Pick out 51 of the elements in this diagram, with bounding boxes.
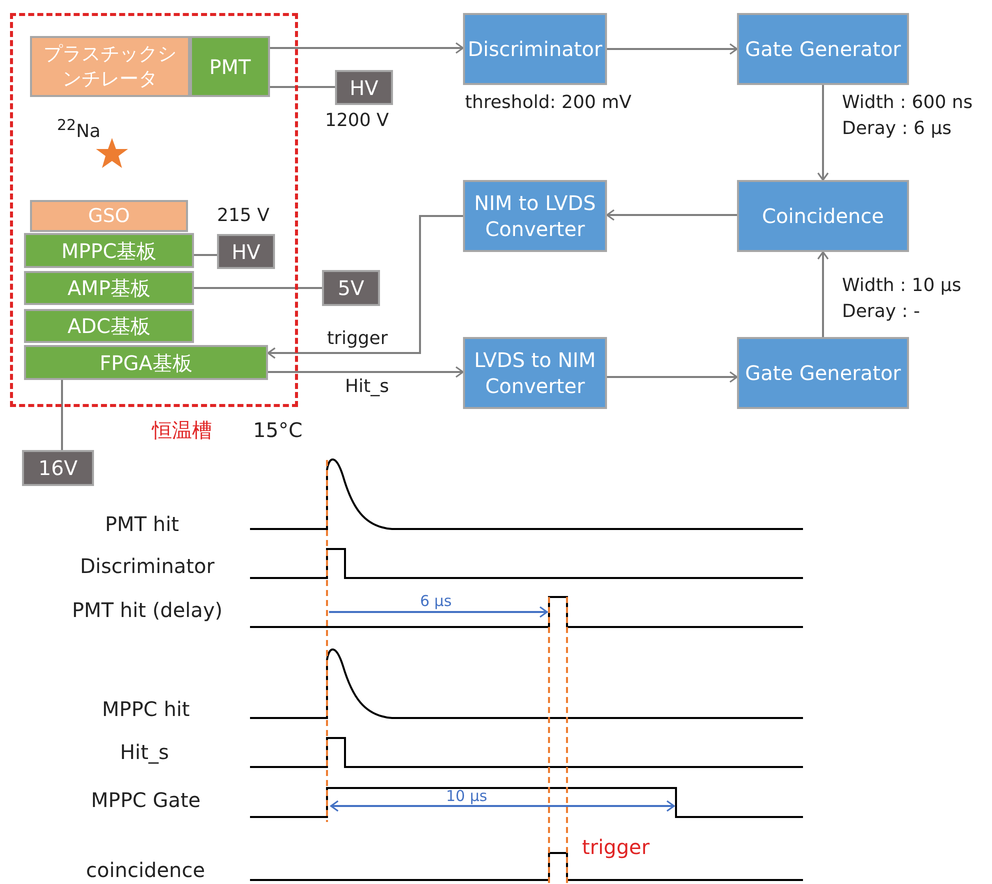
parameter-note: 15°C	[253, 418, 302, 442]
module-box: Gate Generator	[737, 337, 909, 409]
power-supply-box: 5V	[322, 270, 380, 306]
signal-label: Discriminator	[80, 554, 214, 578]
connector-arrow	[267, 215, 463, 359]
module-box: LVDS to NIM Converter	[463, 337, 607, 409]
connector-line	[61, 380, 63, 450]
power-supply-box: 16V	[22, 450, 94, 486]
board-box: PMT	[190, 36, 270, 97]
module-box: Discriminator	[463, 13, 607, 85]
parameter-note: Width : 600 ns	[842, 92, 973, 114]
signal-label: MPPC hit	[102, 697, 190, 721]
board-box: FPGA基板	[24, 345, 268, 380]
signal-label: MPPC Gate	[91, 788, 201, 812]
parameter-note: 1200 V	[325, 110, 389, 132]
dimension-label: 6 μs	[420, 592, 452, 610]
power-supply-box: HV	[217, 234, 275, 269]
board-box: ADC基板	[24, 309, 194, 343]
connector-arrow	[817, 251, 829, 337]
connector-arrow	[817, 85, 829, 181]
signal-label: Hit_s	[120, 740, 169, 764]
crystal-box: GSO	[30, 200, 188, 232]
dimension-label: 10 μs	[446, 787, 488, 805]
module-box: NIM to LVDS Converter	[463, 180, 607, 252]
edge-label: trigger	[327, 328, 388, 350]
crystal-box: プラスチックシンチレータ	[30, 36, 190, 97]
signal-label: coincidence	[86, 858, 205, 882]
connector-arrow	[268, 366, 464, 378]
connector-line	[270, 86, 335, 88]
connector-arrow	[270, 42, 464, 54]
parameter-note: Deray : 6 μs	[842, 118, 952, 140]
module-box: Gate Generator	[737, 13, 909, 85]
board-box: MPPC基板	[24, 233, 194, 268]
connector-arrow	[607, 43, 738, 55]
board-box: AMP基板	[24, 271, 194, 305]
parameter-note: threshold: 200 mV	[465, 92, 632, 114]
parameter-note: Width : 10 μs	[842, 275, 962, 297]
connector-arrow	[607, 371, 738, 383]
parameter-note: Deray : -	[842, 301, 920, 323]
parameter-note: 215 V	[217, 205, 270, 227]
isotope-label: $^{22}$Na	[57, 116, 101, 143]
annotation-label: trigger	[582, 835, 650, 859]
connector-arrow	[606, 209, 737, 221]
power-supply-box: HV	[335, 70, 393, 105]
signal-label: PMT hit (delay)	[72, 598, 223, 622]
connector-line	[194, 287, 322, 289]
signal-label: PMT hit	[105, 512, 179, 536]
connector-line	[194, 254, 217, 256]
module-box: Coincidence	[737, 180, 909, 252]
enclosure-title: 恒温槽	[152, 418, 212, 442]
edge-label: Hit_s	[345, 376, 389, 398]
